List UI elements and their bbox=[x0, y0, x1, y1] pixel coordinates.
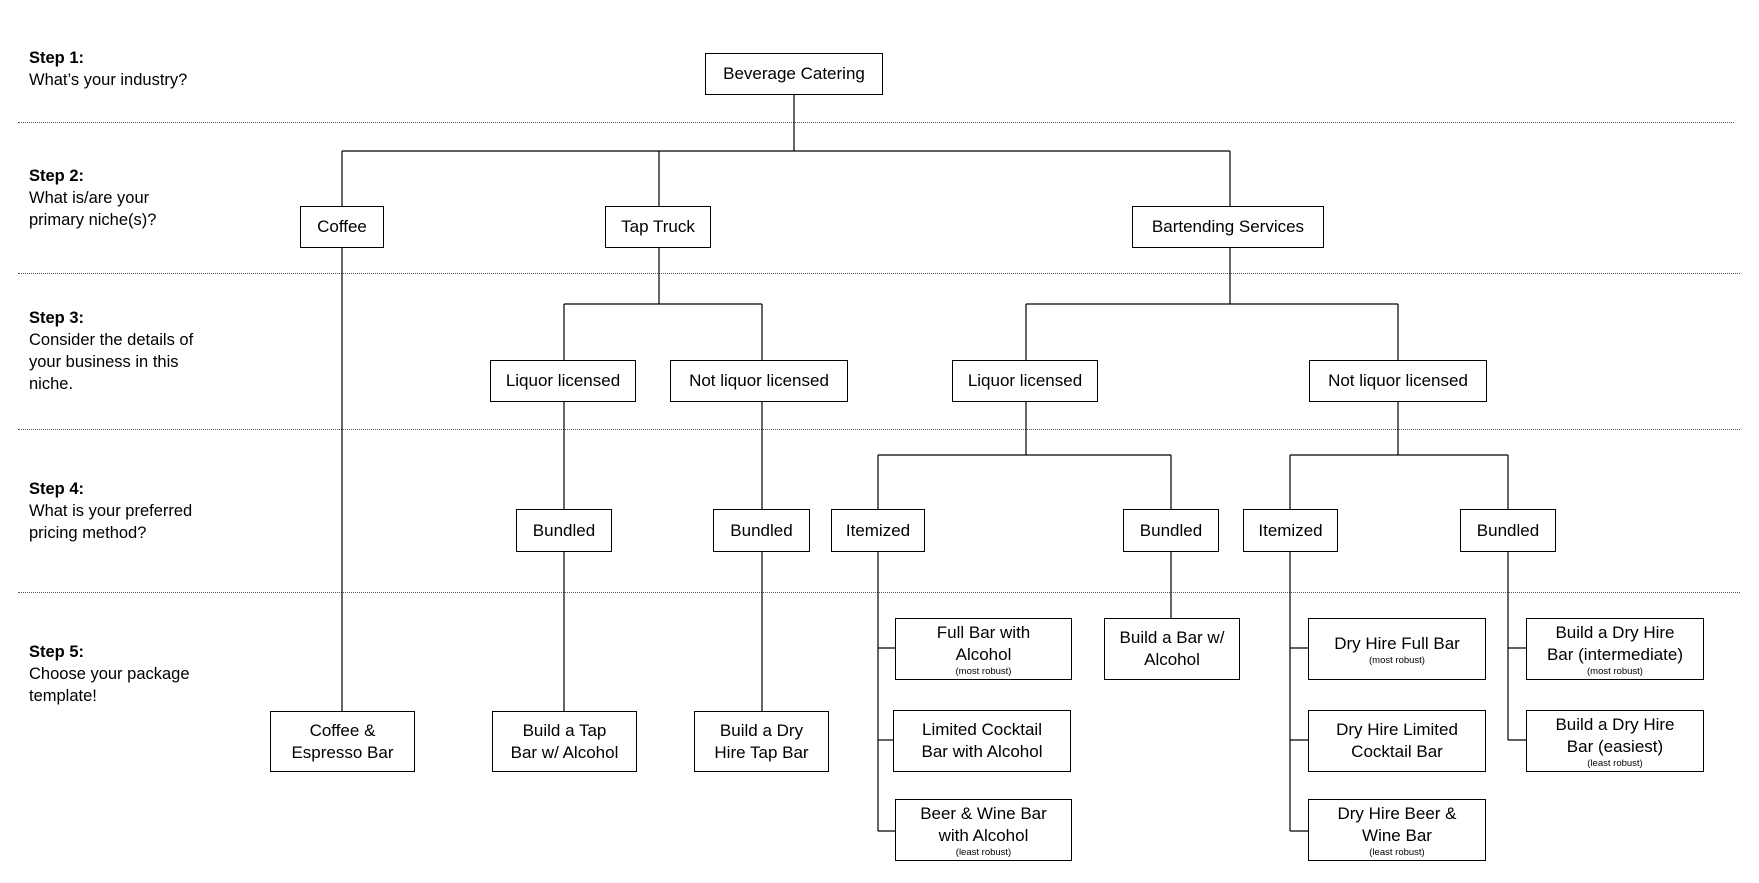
node-dry-hire-full-bar[interactable]: Dry Hire Full Bar (most robust) bbox=[1308, 618, 1486, 680]
robustness-note: (most robust) bbox=[1587, 665, 1643, 677]
step-question: Choose your package template! bbox=[29, 665, 190, 705]
node-tap-liquor-licensed[interactable]: Liquor licensed bbox=[490, 360, 636, 402]
step-question: What is your preferred pricing method? bbox=[29, 502, 193, 542]
node-dry-hire-limited-cocktail[interactable]: Dry Hire Limited Cocktail Bar bbox=[1308, 710, 1486, 772]
node-coffee[interactable]: Coffee bbox=[300, 206, 384, 248]
node-label: Not liquor licensed bbox=[689, 371, 829, 390]
robustness-note: (most robust) bbox=[955, 665, 1012, 677]
node-tap-not-liquor-licensed[interactable]: Not liquor licensed bbox=[670, 360, 848, 402]
node-label: Build a Dry Hire Bar (easiest) bbox=[1555, 714, 1675, 756]
node-label: Dry Hire Beer & Wine Bar bbox=[1337, 803, 1457, 845]
node-label: Full Bar with Alcohol bbox=[936, 622, 1031, 664]
node-coffee-espresso-bar[interactable]: Coffee & Espresso Bar bbox=[270, 711, 415, 772]
node-dry-hire-beer-wine[interactable]: Dry Hire Beer & Wine Bar (least robust) bbox=[1308, 799, 1486, 861]
step-title: Step 1: bbox=[29, 49, 85, 67]
node-label: Bartending Services bbox=[1151, 217, 1305, 236]
robustness-note: (most robust) bbox=[1369, 654, 1425, 666]
node-bar-not-liquor-itemized[interactable]: Itemized bbox=[1243, 509, 1338, 552]
step-5-label: Step 5: Choose your package template! bbox=[29, 641, 190, 707]
node-tap-liquor-bundled[interactable]: Bundled bbox=[516, 509, 612, 552]
step-question: What is/are your primary niche(s)? bbox=[29, 189, 157, 229]
node-label: Build a Tap Bar w/ Alcohol bbox=[510, 720, 619, 762]
step-4-label: Step 4: What is your preferred pricing m… bbox=[29, 478, 192, 544]
step-title: Step 2: bbox=[29, 167, 85, 185]
node-build-bar-alcohol[interactable]: Build a Bar w/ Alcohol bbox=[1104, 618, 1240, 680]
step-question: What’s your industry? bbox=[29, 71, 188, 89]
node-beer-wine-alcohol[interactable]: Beer & Wine Bar with Alcohol (least robu… bbox=[895, 799, 1072, 861]
node-bar-liquor-licensed[interactable]: Liquor licensed bbox=[952, 360, 1098, 402]
node-tap-truck[interactable]: Tap Truck bbox=[605, 206, 711, 248]
node-full-bar-alcohol[interactable]: Full Bar with Alcohol (most robust) bbox=[895, 618, 1072, 680]
node-label: Bundled bbox=[730, 520, 793, 540]
node-label: Build a Dry Hire Bar (intermediate) bbox=[1546, 622, 1684, 664]
node-bar-liquor-itemized[interactable]: Itemized bbox=[831, 509, 925, 552]
step-divider bbox=[18, 273, 1740, 274]
node-label: Itemized bbox=[1258, 520, 1323, 540]
step-title: Step 4: bbox=[29, 480, 85, 498]
node-bartending-services[interactable]: Bartending Services bbox=[1132, 206, 1324, 248]
node-tap-not-liquor-bundled[interactable]: Bundled bbox=[713, 509, 810, 552]
node-label: Bundled bbox=[532, 520, 596, 540]
robustness-note: (least robust) bbox=[1587, 757, 1643, 769]
step-1-label: Step 1: What’s your industry? bbox=[29, 47, 187, 91]
node-label: Bundled bbox=[1139, 520, 1203, 540]
robustness-note: (least robust) bbox=[1369, 846, 1425, 858]
step-title: Step 5: bbox=[29, 643, 85, 661]
node-label: Liquor licensed bbox=[967, 371, 1083, 390]
node-limited-cocktail-alcohol[interactable]: Limited Cocktail Bar with Alcohol bbox=[893, 710, 1071, 772]
node-label: Coffee & Espresso Bar bbox=[291, 720, 394, 762]
node-label: Coffee bbox=[317, 217, 367, 236]
node-label: Beer & Wine Bar with Alcohol bbox=[920, 803, 1047, 845]
node-label: Build a Dry Hire Tap Bar bbox=[714, 720, 809, 762]
node-label: Itemized bbox=[845, 520, 911, 540]
step-divider bbox=[18, 592, 1740, 593]
node-build-tap-bar-alcohol[interactable]: Build a Tap Bar w/ Alcohol bbox=[492, 711, 637, 772]
step-divider bbox=[18, 429, 1740, 430]
node-bar-not-liquor-bundled[interactable]: Bundled bbox=[1460, 509, 1556, 552]
step-question: Consider the details of your business in… bbox=[29, 331, 194, 393]
step-title: Step 3: bbox=[29, 309, 85, 327]
robustness-note: (least robust) bbox=[955, 846, 1012, 858]
node-label: Limited Cocktail Bar with Alcohol bbox=[921, 720, 1043, 761]
node-label: Dry Hire Limited Cocktail Bar bbox=[1336, 720, 1458, 761]
node-label: Beverage Catering bbox=[723, 64, 865, 83]
node-label: Dry Hire Full Bar bbox=[1334, 633, 1460, 653]
node-build-dry-hire-tap-bar[interactable]: Build a Dry Hire Tap Bar bbox=[694, 711, 829, 772]
step-2-label: Step 2: What is/are your primary niche(s… bbox=[29, 165, 156, 231]
node-build-dry-hire-easiest[interactable]: Build a Dry Hire Bar (easiest) (least ro… bbox=[1526, 710, 1704, 772]
node-label: Liquor licensed bbox=[505, 371, 621, 390]
node-build-dry-hire-intermediate[interactable]: Build a Dry Hire Bar (intermediate) (mos… bbox=[1526, 618, 1704, 680]
node-label: Bundled bbox=[1476, 520, 1540, 540]
step-3-label: Step 3: Consider the details of your bus… bbox=[29, 307, 193, 395]
node-beverage-catering[interactable]: Beverage Catering bbox=[705, 53, 883, 95]
node-label: Tap Truck bbox=[621, 217, 695, 236]
node-label: Not liquor licensed bbox=[1328, 371, 1468, 390]
node-label: Build a Bar w/ Alcohol bbox=[1119, 628, 1225, 669]
node-bar-not-liquor-licensed[interactable]: Not liquor licensed bbox=[1309, 360, 1487, 402]
step-divider bbox=[18, 122, 1734, 123]
node-bar-liquor-bundled[interactable]: Bundled bbox=[1123, 509, 1219, 552]
